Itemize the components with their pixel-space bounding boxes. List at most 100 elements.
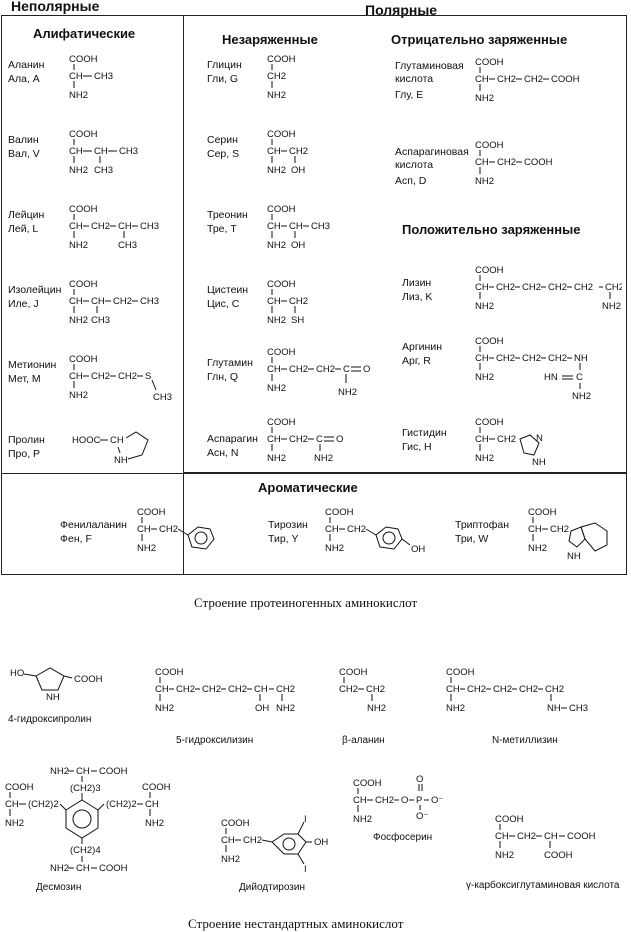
svg-text:CH: CH [267,434,281,445]
svg-text:NH2: NH2 [572,391,591,402]
svg-text:(CH2)4: (CH2)4 [70,845,101,856]
header-aliphatic: Алифатические [33,26,136,41]
svg-text:NH2: NH2 [314,453,333,464]
svg-text:COOH: COOH [155,667,184,678]
svg-text:HO: HO [10,668,24,679]
svg-text:NH2: NH2 [475,372,494,383]
svg-text:OH: OH [291,165,305,176]
svg-text:NH2: NH2 [325,543,344,554]
svg-text:NH2: NH2 [69,90,88,101]
svg-text:CH3: CH3 [118,240,137,251]
svg-text:CH: CH [475,282,489,293]
svg-text:C: C [316,434,323,445]
svg-text:CH: CH [110,435,124,446]
svg-text:CH: CH [528,524,542,535]
svg-text:NH2: NH2 [475,176,494,187]
svg-text:CH2: CH2 [496,353,515,364]
svg-text:NH: NH [547,703,561,714]
svg-text:CH2: CH2 [243,835,262,846]
svg-text:CH: CH [221,835,235,846]
svg-text:CH2: CH2 [497,157,516,168]
svg-text:CH2: CH2 [467,684,486,695]
svg-text:CH2: CH2 [267,71,286,82]
svg-text:S: S [145,371,151,382]
svg-text:CH2: CH2 [202,684,221,695]
header-polar: Полярные [365,2,438,18]
bala-label: β-аланин [342,735,385,746]
svg-text:COOH: COOH [528,507,557,518]
svg-text:NH: NH [567,551,581,562]
svg-text:CH2: CH2 [522,282,541,293]
svg-text:COOH: COOH [267,347,296,358]
svg-text:NH: NH [46,692,60,703]
svg-text:NH2: NH2 [267,383,286,394]
svg-text:COOH: COOH [551,74,580,85]
svg-text:NH2: NH2 [155,703,174,714]
svg-text:COOH: COOH [475,336,504,347]
svg-text:(CH2)2: (CH2)2 [106,799,137,810]
svg-text:CH2: CH2 [316,364,335,375]
svg-text:CH3: CH3 [94,71,113,82]
svg-text:CH2: CH2 [548,282,567,293]
svg-text:NH2: NH2 [475,301,494,312]
svg-text:NH2: NH2 [267,453,286,464]
svg-text:O⁻: O⁻ [416,811,428,822]
svg-text:N: N [536,433,543,444]
svg-text:(CH2)3: (CH2)3 [70,783,101,794]
des-label: Десмозин [36,882,82,893]
svg-text:COOH: COOH [267,129,296,140]
svg-text:CH3: CH3 [140,221,159,232]
svg-text:CH: CH [267,221,281,232]
svg-text:CH: CH [254,684,268,695]
svg-text:CH2: CH2 [347,524,366,535]
svg-text:COOH: COOH [544,850,573,861]
svg-text:CH2: CH2 [339,684,358,695]
svg-text:OH: OH [314,837,328,848]
svg-text:COOH: COOH [353,778,382,789]
svg-text:CH2: CH2 [497,434,516,445]
svg-text:OH: OH [291,240,305,251]
svg-text:CH2: CH2 [548,353,567,364]
svg-text:COOH: COOH [475,57,504,68]
svg-text:NH2: NH2 [50,863,69,874]
svg-text:NH2: NH2 [137,543,156,554]
svg-text:CH: CH [475,353,489,364]
svg-text:NH2: NH2 [353,814,372,825]
header-uncharged: Незаряженные [222,32,318,47]
svg-text:CH: CH [267,364,281,375]
svg-text:COOH: COOH [69,279,98,290]
svg-text:CH: CH [267,146,281,157]
svg-text:CH2: CH2 [574,282,593,293]
svg-text:NH2: NH2 [475,453,494,464]
svg-text:O⁻: O⁻ [431,795,443,806]
svg-text:CH3: CH3 [94,165,113,176]
svg-text:NH: NH [114,455,128,466]
svg-text:COOH: COOH [69,354,98,365]
header-negative: Отрицательно заряженные [391,32,568,47]
svg-text:CH: CH [544,831,558,842]
svg-text:NH2: NH2 [145,818,164,829]
svg-text:CH3: CH3 [311,221,330,232]
svg-text:CH3: CH3 [569,703,588,714]
svg-text:CH: CH [118,221,132,232]
svg-text:HN: HN [544,372,558,383]
